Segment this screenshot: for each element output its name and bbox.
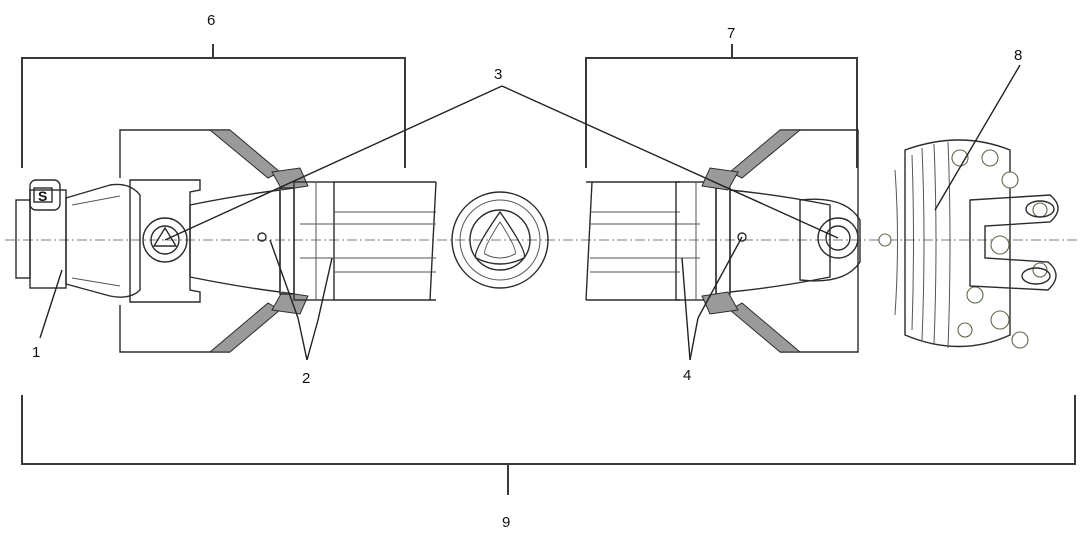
bracket-6 bbox=[21, 44, 406, 168]
leader-1 bbox=[39, 269, 63, 339]
universal-joint-left bbox=[129, 179, 201, 303]
left-half-shaft bbox=[15, 129, 437, 353]
outer-tube-right bbox=[585, 181, 700, 301]
callout-2: 2 bbox=[302, 370, 310, 387]
callout-6: 6 bbox=[207, 12, 215, 29]
guard-cone-left bbox=[119, 129, 309, 353]
universal-joint-right bbox=[799, 198, 861, 282]
inner-yoke-right bbox=[729, 189, 831, 293]
bracket-9 bbox=[21, 395, 1076, 495]
guard-cone-right bbox=[701, 129, 859, 353]
yoke-connector bbox=[15, 179, 141, 298]
grease-nipple-right bbox=[737, 232, 747, 242]
callout-1: 1 bbox=[32, 344, 40, 361]
callout-9: 9 bbox=[502, 514, 510, 531]
grease-nipple-left bbox=[257, 232, 267, 242]
section-mark: S bbox=[38, 188, 47, 204]
leader-2c bbox=[269, 239, 299, 319]
callout-8: 8 bbox=[1014, 47, 1022, 64]
inner-yoke-left bbox=[189, 189, 281, 293]
right-half-shaft bbox=[585, 129, 861, 353]
callout-7: 7 bbox=[727, 25, 735, 42]
tube-cross-section bbox=[451, 191, 549, 289]
leader-8 bbox=[934, 64, 1021, 211]
callout-3: 3 bbox=[494, 66, 502, 83]
leader-lines bbox=[39, 64, 1021, 361]
bearing-ring-left bbox=[279, 181, 335, 301]
leader-3b bbox=[501, 85, 839, 239]
leader-4a bbox=[689, 317, 699, 361]
leader-3a bbox=[164, 85, 503, 241]
leader-2b bbox=[306, 319, 319, 361]
leader-2a bbox=[297, 317, 308, 361]
outer-tube-left bbox=[300, 181, 437, 301]
bracket-7 bbox=[585, 44, 858, 168]
leader-4b bbox=[697, 236, 743, 319]
friction-clutch bbox=[878, 139, 1059, 349]
leader-2d bbox=[317, 257, 333, 321]
leader-4c bbox=[681, 257, 691, 361]
callout-4: 4 bbox=[683, 367, 691, 384]
